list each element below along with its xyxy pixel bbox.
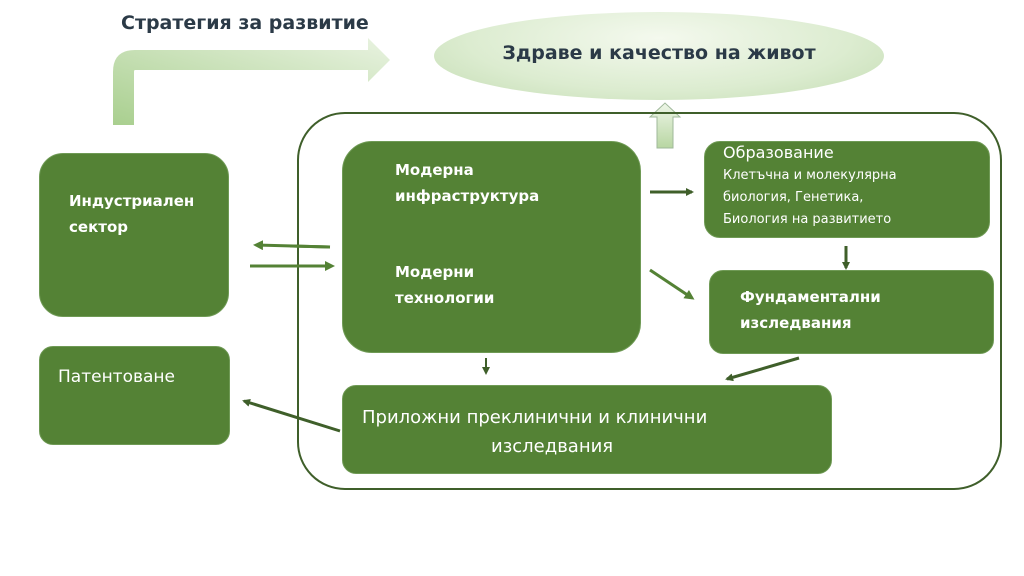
applied-line2: изследвания <box>491 436 614 457</box>
fundamental-line2: изследвания <box>740 314 852 332</box>
node-industrial-sector[interactable]: Индустриален сектор <box>39 153 229 317</box>
goal-ellipse: Здраве и качество на живот <box>434 12 884 100</box>
up-arrow-icon <box>648 102 682 149</box>
fundamental-line1: Фундаментални <box>740 288 881 306</box>
goal-label: Здраве и качество на живот <box>502 42 816 64</box>
education-line2: биология, Генетика, <box>723 190 864 205</box>
modern-infra-line1: Модерна <box>395 161 474 179</box>
education-title: Образование <box>723 143 834 162</box>
node-patenting[interactable]: Патентоване <box>39 346 230 445</box>
education-line1: Клетъчна и молекулярна <box>723 168 897 183</box>
research-ecosystem-container <box>297 112 1002 490</box>
strategy-title: Стратегия за развитие <box>121 12 369 34</box>
education-line3: Биология на развитието <box>723 212 892 227</box>
applied-line1: Приложни преклинични и клинични <box>362 407 708 428</box>
node-fundamental-research[interactable]: Фундаментални изследвания <box>709 270 994 354</box>
modern-tech-line2: технологии <box>395 289 495 307</box>
patenting-label: Патентоване <box>58 367 175 387</box>
modern-infra-line2: инфраструктура <box>395 187 540 205</box>
arrow-applied-to-patenting <box>242 398 341 433</box>
node-applied-research[interactable]: Приложни преклинични и клинични изследва… <box>342 385 832 474</box>
industrial-line2: сектор <box>69 218 128 236</box>
arrow-fundamental-to-applied <box>725 356 800 382</box>
node-education[interactable]: Образование Клетъчна и молекулярна биоло… <box>704 141 990 238</box>
arrow-modern-to-fundamental <box>649 268 695 300</box>
modern-tech-line1: Модерни <box>395 263 475 281</box>
strategy-bent-arrow <box>113 38 390 125</box>
industrial-line1: Индустриален <box>69 192 195 210</box>
node-modern-infrastructure-technologies[interactable]: Модерна инфраструктура Модерни технологи… <box>342 141 641 353</box>
